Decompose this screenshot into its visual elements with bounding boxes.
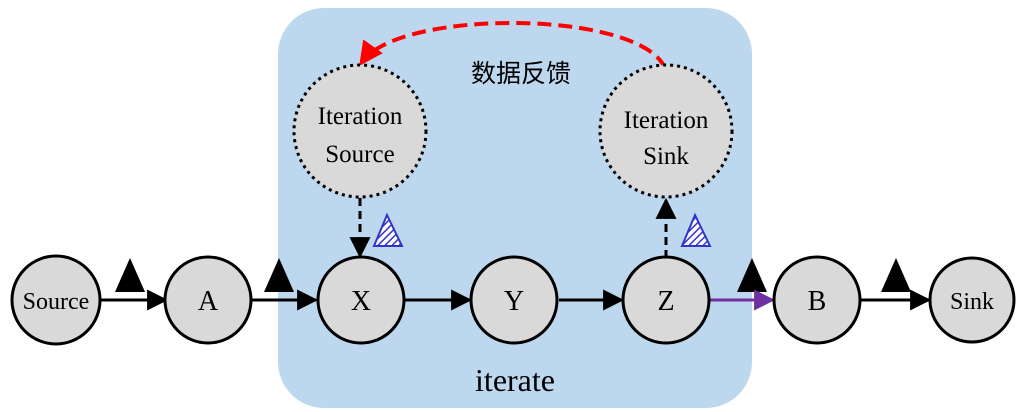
node-a-label: A [198,286,219,317]
iteration-source-label-line1: Iteration [318,103,403,130]
node-y-label: Y [504,286,524,317]
node-z: Z [621,255,711,345]
black-marker-4 [881,258,911,292]
node-a: A [163,255,253,345]
node-source-label: Source [23,289,90,315]
iteration-source-label-line2: Source [325,141,394,168]
iterate-label: iterate [475,362,555,398]
iteration-source-node [292,63,428,199]
node-sink: Sink [928,256,1016,344]
black-marker-2 [264,258,294,292]
node-b-label: B [808,286,827,317]
node-y: Y [469,255,559,345]
feedback-label: 数据反馈 [471,59,571,88]
node-sink-label: Sink [950,289,994,315]
hatched-marker-right [680,212,712,247]
iteration-sink-label-line1: Iteration [624,107,709,134]
black-marker-3 [737,258,767,292]
iteration-sink-node [598,63,734,199]
hatched-marker-left [372,212,404,247]
node-z-label: Z [657,286,674,317]
black-marker-1 [115,258,145,292]
node-x: X [316,255,406,345]
feedback-arrow [359,21,667,69]
node-b: B [772,255,862,345]
iteration-sink-label-line2: Sink [643,143,689,170]
node-x-label: X [351,286,371,317]
node-source: Source [10,254,102,346]
